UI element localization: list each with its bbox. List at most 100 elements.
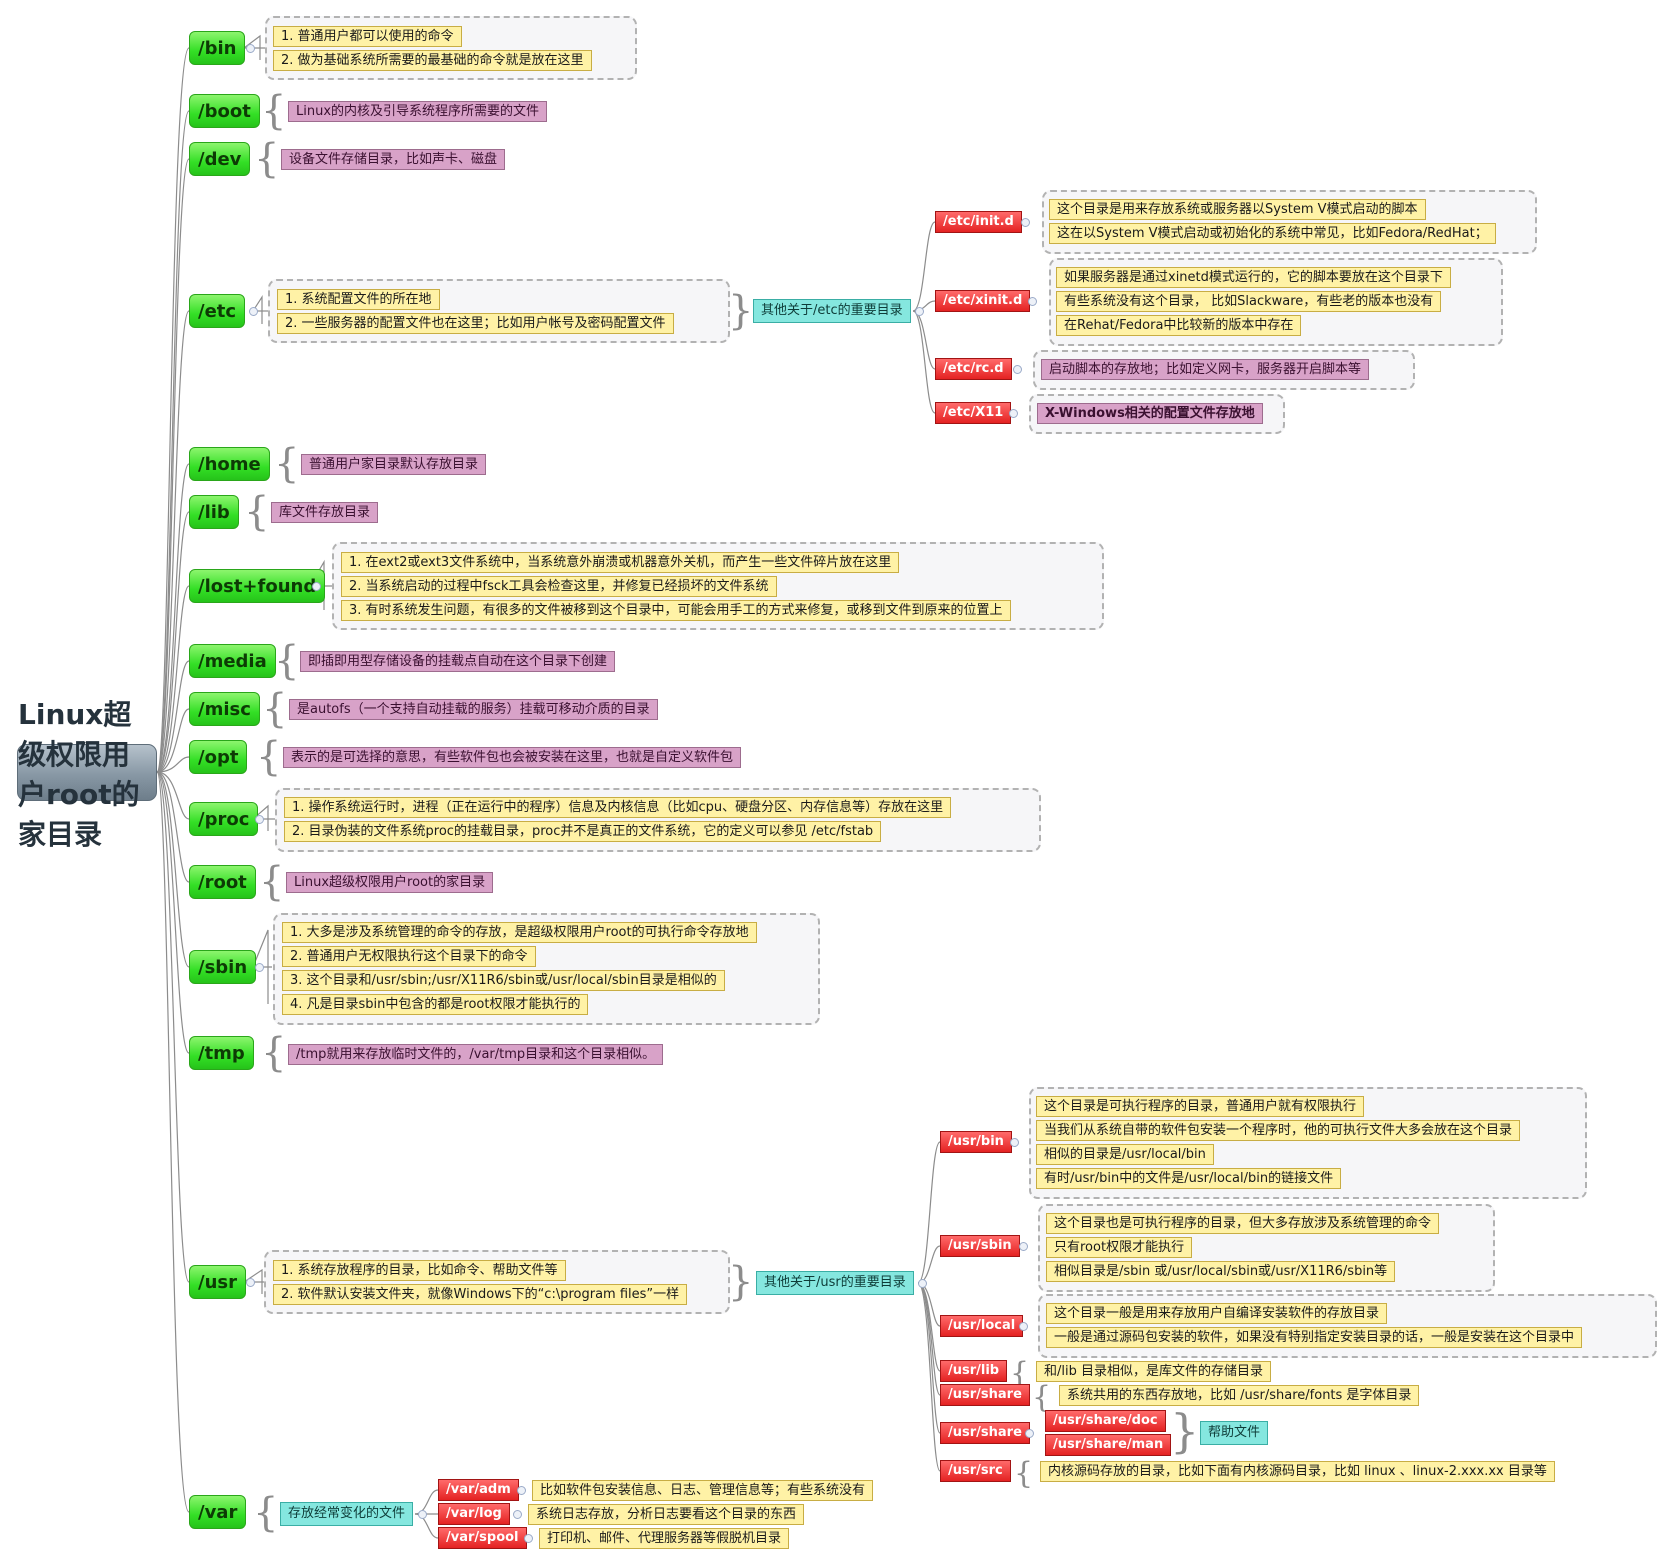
collapse-icon[interactable] xyxy=(1013,365,1022,374)
var-adm-node[interactable]: /var/adm xyxy=(438,1479,519,1501)
dir-node-dev[interactable]: /dev xyxy=(189,142,251,176)
etc-xinit-d-item: 有些系统没有这个目录， 比如Slackware，有些老的版本也没有 xyxy=(1056,291,1442,312)
dir-node-etc[interactable]: /etc xyxy=(189,294,246,328)
tmp-note: /tmp就用来存放临时文件的，/var/tmp目录和这个目录相似。 xyxy=(288,1044,664,1065)
usr-sbin-item: 相似目录是/sbin 或/usr/local/sbin或/usr/X11R6/s… xyxy=(1046,1261,1396,1282)
var-spool-item: 打印机、邮件、代理服务器等假脱机目录 xyxy=(539,1528,790,1549)
collapse-icon[interactable] xyxy=(249,307,258,316)
dir-node-home[interactable]: /home xyxy=(189,447,270,481)
dir-node-bin[interactable]: /bin xyxy=(189,31,246,65)
brace-icon: { xyxy=(261,1030,287,1076)
etc-x11-node[interactable]: /etc/X11 xyxy=(935,402,1012,424)
etc-init-d-item: 这个目录是用来存放系统或服务器以System V模式启动的脚本 xyxy=(1049,199,1426,220)
proc-item: 1. 操作系统运行时，进程（正在运行中的程序）信息及内核信息（比如cpu、硬盘分… xyxy=(284,797,952,818)
usr-local-item: 这个目录一般是用来存放用户自编译安装软件的存放目录 xyxy=(1046,1303,1388,1324)
var-log-node[interactable]: /var/log xyxy=(438,1503,510,1525)
collapse-icon[interactable] xyxy=(1028,297,1037,306)
usr-item: 2. 软件默认安装文件夹，就像Windows下的“c:\program file… xyxy=(273,1284,688,1305)
collapse-icon[interactable] xyxy=(1025,1429,1034,1438)
root-node[interactable]: Linux超级权限用户root的家目录 xyxy=(17,698,157,851)
home-note: 普通用户家目录默认存放目录 xyxy=(301,454,487,475)
collapse-icon[interactable] xyxy=(312,582,321,591)
usr-local-node[interactable]: /usr/local xyxy=(940,1315,1024,1337)
dir-node-media[interactable]: /media xyxy=(189,644,276,678)
dir-node-boot[interactable]: /boot xyxy=(189,94,260,128)
collapse-icon[interactable] xyxy=(1019,1322,1028,1331)
collapse-icon[interactable] xyxy=(1019,1242,1028,1251)
collapse-icon[interactable] xyxy=(255,963,264,972)
brace-icon: } xyxy=(1170,1404,1200,1458)
usr-lib-node[interactable]: /usr/lib xyxy=(940,1360,1008,1382)
usr-share-man-node[interactable]: /usr/share/man xyxy=(1045,1434,1172,1456)
collapse-icon[interactable] xyxy=(246,1278,255,1287)
brace-icon: } xyxy=(728,1259,754,1305)
sbin-item: 4. 凡是目录sbin中包含的都是root权限才能执行的 xyxy=(282,994,589,1015)
lost-found-item: 3. 有时系统发生问题，有很多的文件被移到这个目录中，可能会用手工的方式来修复，… xyxy=(341,600,1011,621)
dir-node-misc[interactable]: /misc xyxy=(189,692,260,726)
etc-item: 2. 一些服务器的配置文件也在这里；比如用户帐号及密码配置文件 xyxy=(277,313,674,334)
media-note: 即插即用型存储设备的挂载点自动在这个目录下创建 xyxy=(300,651,616,672)
usr-share-doc-node[interactable]: /usr/share/doc xyxy=(1045,1410,1166,1432)
usr-bin-item: 当我们从系统自带的软件包安装一个程序时，他的可执行文件大多会放在这个目录 xyxy=(1036,1120,1521,1141)
dir-node-sbin[interactable]: /sbin xyxy=(189,950,257,984)
collapse-icon[interactable] xyxy=(246,44,255,53)
dir-node-opt[interactable]: /opt xyxy=(189,740,248,774)
boot-note: Linux的内核及引导系统程序所需要的文件 xyxy=(288,101,548,122)
usr-lib-item: 和/lib 目录相似，是库文件的存储目录 xyxy=(1036,1361,1271,1382)
bin-item: 2. 做为基础系统所需要的最基础的命令就是放在这里 xyxy=(273,50,592,71)
dir-node-proc[interactable]: /proc xyxy=(189,802,259,836)
var-log-item: 系统日志存放，分析日志要看这个目录的东西 xyxy=(528,1504,805,1525)
etc-xinit-d-item: 如果服务器是通过xinetd模式运行的，它的脚本要放在这个目录下 xyxy=(1056,267,1451,288)
dir-node-lib[interactable]: /lib xyxy=(189,495,239,529)
brace-icon: { xyxy=(261,88,287,134)
dir-node-var[interactable]: /var xyxy=(189,1495,247,1529)
collapse-icon[interactable] xyxy=(918,1279,927,1288)
brace-icon: { xyxy=(274,441,300,487)
etc-init-d-node[interactable]: /etc/init.d xyxy=(935,211,1022,233)
etc-other-label: 其他关于/etc的重要目录 xyxy=(753,299,911,323)
usr-local-item: 一般是通过源码包安装的软件，如果没有特别指定安装目录的话，一般是安装在这个目录中 xyxy=(1046,1327,1583,1348)
usr-sbin-item: 这个目录也是可执行程序的目录，但大多存放涉及系统管理的命令 xyxy=(1046,1213,1440,1234)
brace-icon: { xyxy=(1014,1456,1034,1491)
collapse-icon[interactable] xyxy=(1010,1138,1019,1147)
collapse-icon[interactable] xyxy=(1009,409,1018,418)
sbin-item: 3. 这个目录和/usr/sbin;/usr/X11R6/sbin或/usr/l… xyxy=(282,970,725,991)
etc-rc-d-note: 启动脚本的存放地；比如定义网卡，服务器开启脚本等 xyxy=(1041,359,1370,380)
etc-xinit-d-item: 在Rehat/Fedora中比较新的版本中存在 xyxy=(1056,315,1302,336)
lost-found-item: 1. 在ext2或ext3文件系统中，当系统意外崩溃或机器意外关机，而产生一些文… xyxy=(341,552,900,573)
brace-icon: { xyxy=(274,638,300,684)
dir-node-lost-found[interactable]: /lost+found xyxy=(189,569,326,603)
var-spool-node[interactable]: /var/spool xyxy=(438,1527,527,1549)
usr-bin-item: 相似的目录是/usr/local/bin xyxy=(1036,1144,1214,1165)
collapse-icon[interactable] xyxy=(517,1486,526,1495)
bin-item: 1. 普通用户都可以使用的命令 xyxy=(273,26,462,47)
lib-note: 库文件存放目录 xyxy=(271,502,379,523)
collapse-icon[interactable] xyxy=(524,1534,533,1543)
dev-note: 设备文件存储目录，比如声卡、磁盘 xyxy=(281,149,506,170)
dir-node-tmp[interactable]: /tmp xyxy=(189,1036,254,1070)
var-label: 存放经常变化的文件 xyxy=(280,1502,414,1526)
usr-share-node[interactable]: /usr/share xyxy=(940,1384,1030,1406)
dir-node-usr[interactable]: /usr xyxy=(189,1265,246,1299)
usr-sbin-node[interactable]: /usr/sbin xyxy=(940,1235,1020,1257)
lost-found-item: 2. 当系统启动的过程中fsck工具会检查这里，并修复已经损坏的文件系统 xyxy=(341,576,777,597)
usr-bin-item: 有时/usr/bin中的文件是/usr/local/bin的链接文件 xyxy=(1036,1168,1342,1189)
sbin-item: 1. 大多是涉及系统管理的命令的存放，是超级权限用户root的可执行命令存放地 xyxy=(282,922,757,943)
root-note: Linux超级权限用户root的家目录 xyxy=(286,872,494,893)
brace-icon: { xyxy=(256,734,282,780)
usr-bin-node[interactable]: /usr/bin xyxy=(940,1131,1012,1153)
etc-rc-d-node[interactable]: /etc/rc.d xyxy=(935,358,1012,380)
usr-share-node[interactable]: /usr/share xyxy=(940,1422,1030,1444)
collapse-icon[interactable] xyxy=(1021,218,1030,227)
usr-sbin-item: 只有root权限才能执行 xyxy=(1046,1237,1193,1258)
collapse-icon[interactable] xyxy=(513,1510,522,1519)
etc-x11-note: X-Windows相关的配置文件存放地 xyxy=(1037,403,1263,424)
usr-src-node[interactable]: /usr/src xyxy=(940,1460,1011,1482)
etc-init-d-item: 这在以System V模式启动或初始化的系统中常见，比如Fedora/RedHa… xyxy=(1049,223,1496,244)
etc-xinit-d-node[interactable]: /etc/xinit.d xyxy=(935,290,1031,312)
collapse-icon[interactable] xyxy=(418,1510,427,1519)
collapse-icon[interactable] xyxy=(915,307,924,316)
collapse-icon[interactable] xyxy=(255,815,264,824)
dir-node-root[interactable]: /root xyxy=(189,865,256,899)
